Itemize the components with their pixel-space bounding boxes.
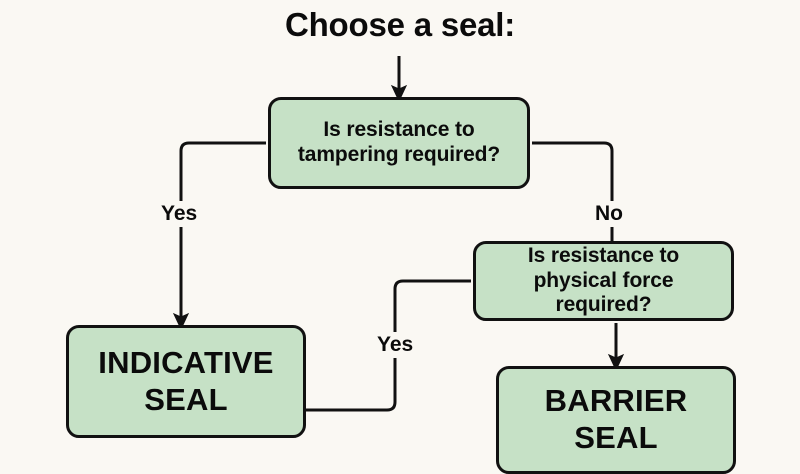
decision-node-physical-force-label: Is resistance to physical force required…	[527, 243, 680, 317]
page-title: Choose a seal:	[284, 6, 516, 43]
terminal-node-barrier-seal[interactable]: BARRIER SEAL	[496, 366, 736, 474]
terminal-node-indicative-seal-label: INDICATIVE SEAL	[98, 344, 274, 417]
terminal-node-indicative-seal[interactable]: INDICATIVE SEAL	[66, 325, 306, 438]
terminal-node-barrier-seal-label: BARRIER SEAL	[544, 383, 688, 455]
decision-node-tampering[interactable]: Is resistance to tampering required?	[268, 97, 530, 189]
edge-tampering-yes	[172, 141, 266, 331]
decision-node-physical-force[interactable]: Is resistance to physical force required…	[473, 241, 734, 321]
edge-label-force-yes: Yes	[372, 332, 419, 358]
decision-node-tampering-label: Is resistance to tampering required?	[297, 118, 501, 166]
edge-label-tampering-no: No	[590, 201, 628, 227]
edge-label-tampering-yes: Yes	[156, 201, 203, 227]
